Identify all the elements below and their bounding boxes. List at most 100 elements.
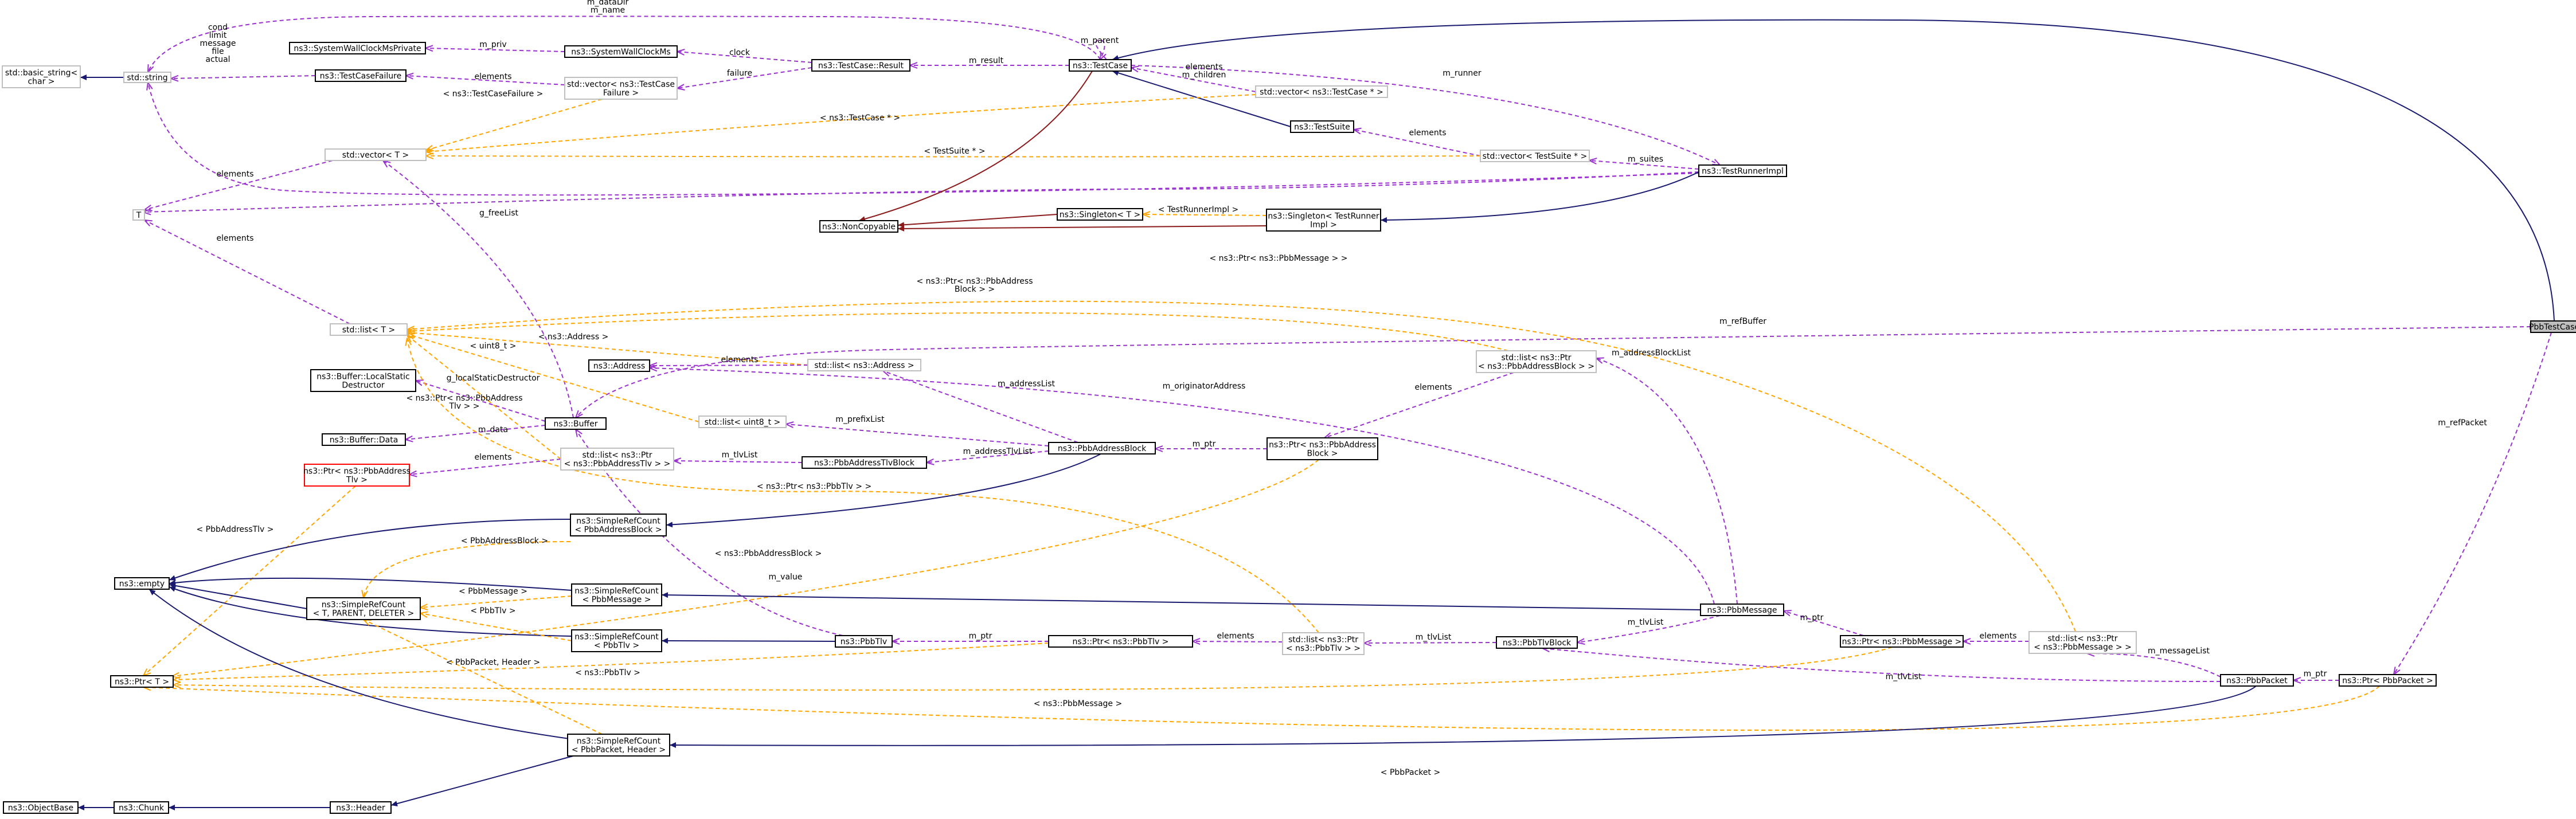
node-basic-string[interactable]: std::basic_string<char > xyxy=(2,65,81,88)
node-basic-string-label: std::basic_string<char > xyxy=(5,69,77,87)
edge-label-m-data: m_data xyxy=(478,425,508,434)
node-vector-t[interactable]: std::vector< T > xyxy=(325,148,427,161)
node-buffer-data[interactable]: ns3::Buffer::Data xyxy=(322,433,406,446)
node-test-case-failure[interactable]: ns3::TestCaseFailure xyxy=(315,69,406,82)
edge-vector-elements xyxy=(144,160,333,210)
edge-pbbmessage-srcpm xyxy=(661,592,1701,610)
node-pbb-test-case[interactable]: PbbTestCase xyxy=(2529,320,2576,333)
node-pbb-tlv[interactable]: ns3::PbbTlv xyxy=(835,635,893,648)
node-list-t-label: std::list< T > xyxy=(342,326,396,335)
edge-label-m-prefixList: m_prefixList xyxy=(835,415,885,424)
node-system-wall-clock-ms-private[interactable]: ns3::SystemWallClockMsPrivate xyxy=(289,42,426,54)
edge-list-pat-tmpl xyxy=(407,335,561,460)
edge-tlvlist-pkt xyxy=(1542,648,2221,683)
node-test-runner-impl[interactable]: ns3::TestRunnerImpl xyxy=(1698,164,1787,177)
node-pbb-tlv-block[interactable]: ns3::PbbTlvBlock xyxy=(1496,636,1578,649)
node-ptr-pbb-message[interactable]: ns3::Ptr< ns3::PbbMessage > xyxy=(1840,635,1964,648)
node-pbb-tlv-box xyxy=(835,635,893,648)
node-pbb-packet[interactable]: ns3::PbbPacket xyxy=(2220,674,2294,687)
node-list-t[interactable]: std::list< T > xyxy=(330,323,408,336)
edge-label-m-refBuffer: m_refBuffer xyxy=(1719,317,1766,326)
node-list-uint8[interactable]: std::list< uint8_t > xyxy=(698,416,787,428)
node-list-ptr-pbb-address-tlv-box xyxy=(560,448,674,471)
edge-label-elements-pab: elements xyxy=(1414,383,1452,392)
node-buffer-box xyxy=(545,417,607,430)
node-list-ptr-pbb-tlv[interactable]: std::list< ns3::Ptr< ns3::PbbTlv > > xyxy=(1282,632,1365,655)
edge-list-pab-elements xyxy=(1324,372,1514,438)
node-address-label: ns3::Address xyxy=(593,362,645,371)
node-simple-ref-count-pbb-tlv[interactable]: ns3::SimpleRefCount< PbbTlv > xyxy=(571,629,662,652)
node-list-address-box xyxy=(807,359,921,371)
node-address[interactable]: ns3::Address xyxy=(588,359,650,372)
edge-label-elements-pat: elements xyxy=(474,453,511,462)
edge-list-uint8-tmpl xyxy=(407,334,699,422)
edge-label-g-localStaticDestructor: g_localStaticDestructor xyxy=(447,374,540,383)
node-buffer[interactable]: ns3::Buffer xyxy=(545,417,607,430)
node-vector-test-suite-ptr-label: std::vector< TestSuite * > xyxy=(1483,152,1588,161)
node-simple-ref-count-t[interactable]: ns3::SimpleRefCount< T, PARENT, DELETER … xyxy=(306,597,421,620)
edge-children xyxy=(1131,68,1256,92)
node-test-suite[interactable]: ns3::TestSuite xyxy=(1290,120,1354,133)
node-vector-test-case-ptr-box xyxy=(1255,85,1388,98)
node-test-runner-impl-label: ns3::TestRunnerImpl xyxy=(1702,167,1784,176)
node-vector-test-case-ptr-label: std::vector< ns3::TestCase * > xyxy=(1260,88,1383,97)
node-ptr-pbb-tlv[interactable]: ns3::Ptr< ns3::PbbTlv > xyxy=(1048,635,1193,648)
edge-label-pbbtlv-tmpl: < PbbTlv > xyxy=(470,606,515,616)
node-singleton-t[interactable]: ns3::Singleton< T > xyxy=(1057,208,1143,221)
node-t[interactable]: T xyxy=(132,209,145,221)
node-test-case-result[interactable]: ns3::TestCase::Result xyxy=(811,59,910,72)
node-vector-t-box xyxy=(325,148,427,161)
edge-label-m-addressBlockList: m_addressBlockList xyxy=(1612,348,1691,358)
node-list-ptr-pbb-message[interactable]: std::list< ns3::Ptr< ns3::PbbMessage > > xyxy=(2028,631,2137,654)
node-vector-test-case-ptr[interactable]: std::vector< ns3::TestCase * > xyxy=(1255,85,1388,98)
node-t-box xyxy=(132,209,145,221)
edge-messagelist xyxy=(2087,653,2221,677)
node-non-copyable[interactable]: ns3::NonCopyable xyxy=(819,220,898,233)
edge-srct-empty xyxy=(169,582,307,609)
node-vector-test-suite-ptr-box xyxy=(1480,150,1590,162)
node-empty[interactable]: ns3::empty xyxy=(114,577,170,590)
node-list-ptr-pbb-tlv-box xyxy=(1282,632,1365,655)
node-ptr-t-box xyxy=(110,675,174,688)
node-vector-test-suite-ptr[interactable]: std::vector< TestSuite * > xyxy=(1480,150,1590,162)
node-chunk-box xyxy=(114,801,169,814)
edge-label-m-refPacket: m_refPacket xyxy=(2438,418,2487,428)
node-pbb-address-block[interactable]: ns3::PbbAddressBlock xyxy=(1048,442,1156,454)
node-pbb-address-tlv-block[interactable]: ns3::PbbAddressTlvBlock xyxy=(802,456,927,469)
edge-label-m-tlvList-msg: m_tlvList xyxy=(1628,618,1664,627)
node-ptr-t[interactable]: ns3::Ptr< T > xyxy=(110,675,174,688)
node-object-base[interactable]: ns3::ObjectBase xyxy=(3,801,79,814)
node-simple-ref-count-pbb-packet-header[interactable]: ns3::SimpleRefCount< PbbPacket, Header > xyxy=(567,734,670,757)
edge-pbbtestcase-testcase xyxy=(1112,19,2555,322)
node-chunk[interactable]: ns3::Chunk xyxy=(114,801,169,814)
edge-label-pbbaddressblock-tmpl: < PbbAddressBlock > xyxy=(461,536,548,546)
node-object-base-box xyxy=(3,801,79,814)
node-system-wall-clock-ms-box xyxy=(564,45,678,58)
edge-srcpab-empty xyxy=(169,519,571,581)
edge-srcpph-tmpl xyxy=(363,620,603,735)
node-header[interactable]: ns3::Header xyxy=(330,801,392,814)
edge-label-failure: failure xyxy=(727,69,752,78)
edge-label-pbbpacket-header-tmpl: < PbbPacket, Header > xyxy=(446,658,540,667)
node-system-wall-clock-ms[interactable]: ns3::SystemWallClockMs xyxy=(564,45,678,58)
node-simple-ref-count-pbb-message[interactable]: ns3::SimpleRefCount< PbbMessage > xyxy=(571,583,662,606)
node-list-ptr-pbb-address-block[interactable]: std::list< ns3::Ptr< ns3::PbbAddressBloc… xyxy=(1476,350,1597,373)
edge-label-ptr-pbbtlv-tmpl: < ns3::Ptr< ns3::PbbTlv > > xyxy=(757,482,871,491)
node-string[interactable]: std::string xyxy=(123,72,171,83)
node-ptr-pbb-packet[interactable]: ns3::Ptr< PbbPacket > xyxy=(2339,674,2437,687)
node-list-ptr-pbb-address-tlv[interactable]: std::list< ns3::Ptr< ns3::PbbAddressTlv … xyxy=(560,448,674,471)
edge-label-elements-addr: elements xyxy=(721,355,758,365)
node-simple-ref-count-pbb-address-block[interactable]: ns3::SimpleRefCount< PbbAddressBlock > xyxy=(570,514,667,536)
node-pbb-message[interactable]: ns3::PbbMessage xyxy=(1700,604,1784,616)
edge-runner xyxy=(1131,65,1720,165)
edge-label-m-messageList: m_messageList xyxy=(2148,646,2210,656)
edge-pbbpacket-header xyxy=(390,755,574,806)
node-list-address[interactable]: std::list< ns3::Address > xyxy=(807,359,921,371)
node-empty-box xyxy=(114,577,170,590)
node-test-case[interactable]: ns3::TestCase xyxy=(1069,59,1132,72)
